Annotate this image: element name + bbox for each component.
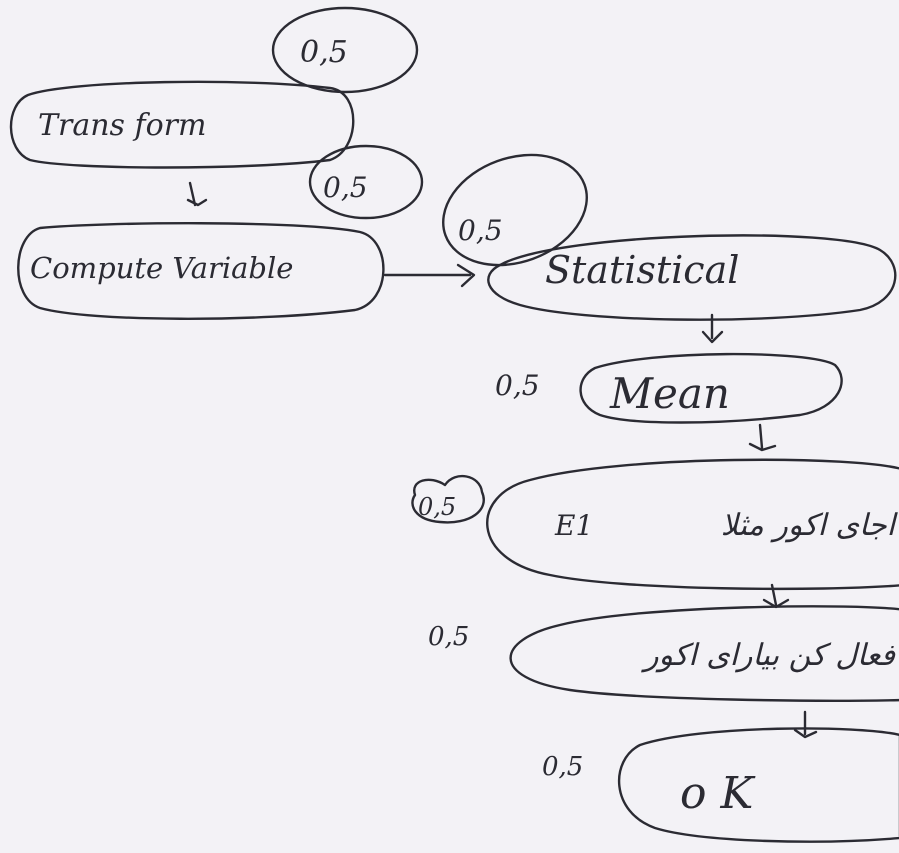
node-label: Trans form	[38, 108, 206, 143]
node-outline	[17, 222, 385, 320]
step-compute-variable: Compute Variable 0,5	[17, 144, 424, 320]
step-ok: o K 0,5	[542, 727, 899, 843]
node-extra-label: E1	[554, 509, 593, 542]
score-circle	[308, 144, 424, 220]
node-outline	[618, 727, 899, 843]
score-label: 0,5	[300, 35, 348, 70]
arrow-down	[701, 313, 724, 344]
score-label: 0,5	[428, 622, 469, 652]
step-mean: Mean 0,5	[495, 352, 843, 424]
node-label: Mean	[609, 369, 730, 418]
score-label: 0,5	[323, 171, 368, 204]
arrow-down	[748, 423, 777, 452]
step-transform: Trans form 0,5	[9, 6, 419, 169]
score-label: 0,5	[495, 369, 540, 402]
score-label: 0,5	[418, 493, 456, 521]
node-outline	[487, 234, 897, 321]
node-outline	[509, 605, 899, 702]
arrow-down	[186, 181, 208, 207]
node-label: Compute Variable	[30, 251, 293, 285]
node-label: o K	[680, 768, 755, 819]
score-circle	[442, 153, 588, 267]
step-axis-selection: اجای اکور مثلا E1 0,5	[411, 458, 899, 591]
arrow-right	[383, 263, 476, 288]
node-outline	[579, 352, 843, 424]
step-activate: فعال کن بیارای اکور 0,5	[428, 605, 899, 702]
node-outline	[9, 80, 355, 169]
node-label: Statistical	[545, 248, 739, 292]
step-statistical: Statistical 0,5	[442, 153, 897, 321]
node-outline	[486, 458, 899, 591]
score-label: 0,5	[542, 752, 583, 782]
score-label: 0,5	[458, 214, 503, 247]
arrow-down	[793, 710, 818, 739]
score-circle	[411, 474, 485, 524]
node-label: فعال کن بیارای اکور	[640, 638, 896, 673]
node-label: اجای اکور مثلا	[721, 508, 899, 543]
score-circle	[271, 6, 419, 94]
